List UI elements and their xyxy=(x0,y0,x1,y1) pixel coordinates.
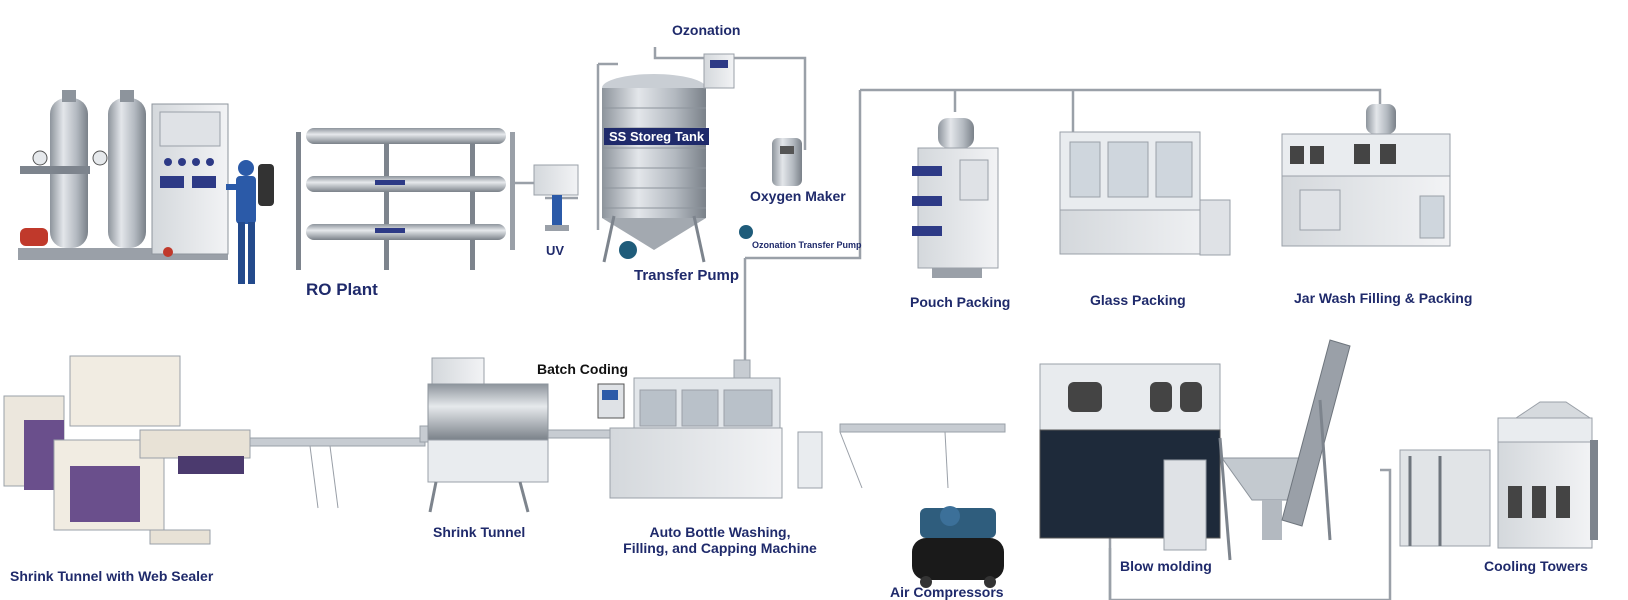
auto-bottle-label-line1: Auto Bottle Washing, xyxy=(649,524,791,540)
batch-coding-label: Batch Coding xyxy=(537,361,628,377)
uv-unit xyxy=(533,164,579,231)
jar-wash-label: Jar Wash Filling & Packing xyxy=(1294,290,1473,306)
auto-bottle-label-line2: Filling, and Capping Machine xyxy=(623,540,817,557)
ro-plant-machine xyxy=(18,90,274,284)
transfer-pump-label: Transfer Pump xyxy=(634,267,740,284)
pouch-packing-machine xyxy=(912,118,999,278)
ro-membrane-rack xyxy=(296,128,515,270)
uv-label: UV xyxy=(546,243,565,258)
air-compressors-label: Air Compressors xyxy=(890,584,1004,600)
ss-tank-label: SS Storeg Tank xyxy=(604,128,710,145)
ozonation-label: Ozonation xyxy=(672,22,741,38)
pouch-packing-label: Pouch Packing xyxy=(910,294,1011,310)
blow-molding-label: Blow molding xyxy=(1120,558,1212,574)
shrink-tunnel-label: Shrink Tunnel xyxy=(433,524,526,540)
oxygen-maker-machine xyxy=(772,138,802,186)
cooling-tower-unit xyxy=(1399,401,1598,549)
batch-coding-unit xyxy=(597,383,625,419)
ro-plant-label: RO Plant xyxy=(306,280,378,299)
cooling-towers-label: Cooling Towers xyxy=(1484,558,1588,574)
bottle-washing-machine xyxy=(609,359,823,499)
auto-bottle-label: Auto Bottle Washing, Filling, and Cappin… xyxy=(606,524,834,556)
blow-molding-machine xyxy=(1039,339,1351,561)
ss-storage-tank xyxy=(602,74,753,263)
shrink-web-sealer-label: Shrink Tunnel with Web Sealer xyxy=(10,568,214,584)
shrink-tunnel-machine xyxy=(427,357,549,513)
jar-wash-machine xyxy=(1281,104,1451,247)
glass-packing-machine xyxy=(1059,131,1231,256)
oxygen-maker-label: Oxygen Maker xyxy=(750,188,846,204)
air-compressor-machine xyxy=(912,506,1004,588)
ozonation-pump-label: Ozonation Transfer Pump xyxy=(752,240,862,250)
glass-packing-label: Glass Packing xyxy=(1090,292,1186,308)
ozonation-generator xyxy=(703,53,735,89)
web-sealer-machine xyxy=(3,355,251,545)
